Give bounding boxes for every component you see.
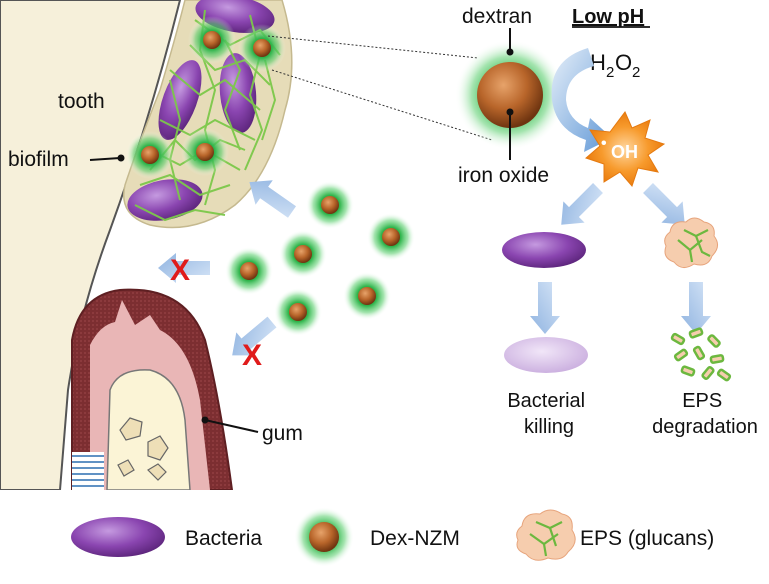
biofilm-pointer xyxy=(89,157,121,161)
nanozyme-particle xyxy=(274,288,322,336)
arrow-to-bacteria xyxy=(550,177,609,236)
arrow-down-bacteria xyxy=(530,282,560,334)
nanozyme-icon xyxy=(294,507,354,567)
biofilm-label: biofilm xyxy=(8,148,69,171)
arrow-down-eps xyxy=(681,282,711,334)
nanozyme-zoom xyxy=(455,40,565,150)
tooth-label: tooth xyxy=(58,90,105,113)
free-nanozymes xyxy=(225,181,415,336)
svg-text:•: • xyxy=(601,135,607,152)
svg-text:2: 2 xyxy=(606,64,614,81)
nanozyme-particle xyxy=(225,247,273,295)
nanozyme-particle xyxy=(279,230,327,278)
hydroxyl-radical: • OH xyxy=(585,111,666,187)
low-ph-label: Low pH xyxy=(572,6,644,28)
svg-text:H: H xyxy=(590,50,606,75)
nanozyme-particle xyxy=(367,213,415,261)
zoom-line xyxy=(267,35,479,59)
eps-icon xyxy=(516,509,576,561)
biofilm-bacterium xyxy=(219,53,257,133)
eps-degradation-label: EPS degradation xyxy=(652,390,758,438)
svg-text:O: O xyxy=(615,50,632,75)
legend-label-dex-nzm: Dex-NZM xyxy=(370,527,460,550)
dextran-label: dextran xyxy=(462,5,532,28)
legend-label-eps: EPS (glucans) xyxy=(580,527,714,550)
biofilm-cluster xyxy=(123,0,293,229)
legend: Bacteria Dex-NZM EPS (glucans) xyxy=(71,507,714,567)
blocked-mark-tooth: X xyxy=(170,254,190,287)
reaction-curve-arrow xyxy=(551,48,612,152)
iron-oxide-label: iron oxide xyxy=(458,164,549,187)
legend-label-bacteria: Bacteria xyxy=(185,527,262,550)
killed-bacterium xyxy=(504,337,588,373)
svg-text:OH: OH xyxy=(611,142,638,162)
svg-text:2: 2 xyxy=(632,64,640,81)
target-bacterium xyxy=(502,232,586,268)
bacteria-icon xyxy=(71,517,165,557)
h2o2-label: H 2 O 2 xyxy=(590,50,640,81)
nanozyme-particle xyxy=(343,272,391,320)
degraded-eps-fragments xyxy=(670,327,732,382)
gum-pointer xyxy=(204,419,259,433)
zoom-line xyxy=(271,69,493,141)
gum-tissue xyxy=(71,288,234,491)
bacterial-killing-label: Bacterial killing xyxy=(507,390,590,438)
gum-label: gum xyxy=(262,422,303,445)
blocked-mark-gum: X xyxy=(242,339,262,372)
biofilm-bacterium xyxy=(158,60,202,140)
nanozyme-particle xyxy=(306,181,354,229)
target-eps xyxy=(664,217,718,268)
